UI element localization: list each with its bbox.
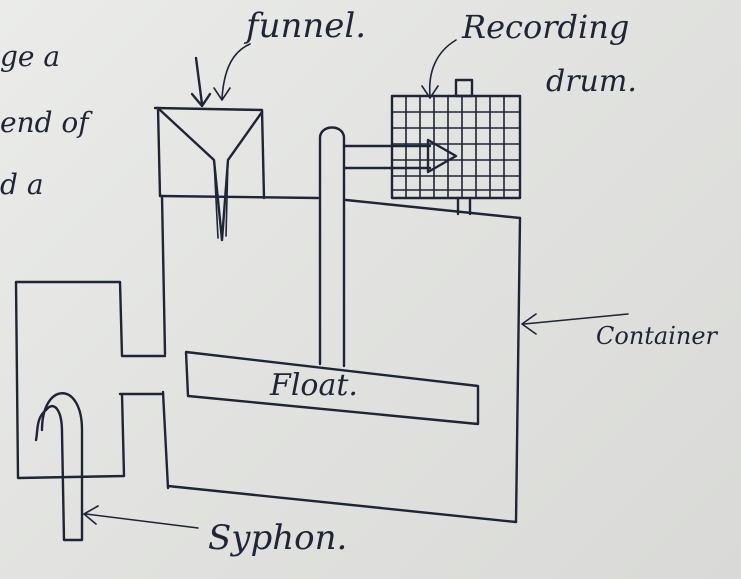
container-label: Container: [596, 322, 718, 350]
funnel-cone: [158, 108, 264, 242]
syphon-chamber: [14, 280, 167, 480]
pen-tip: [426, 138, 458, 174]
container-top: [158, 194, 522, 220]
container-left-wall: [160, 194, 170, 490]
syphon-leader: [83, 505, 199, 529]
funnel-box: [153, 106, 266, 200]
container-right-wall: [514, 216, 522, 524]
funnel-label: funnel.: [246, 6, 367, 46]
recording-drum-label-line2: drum.: [546, 64, 637, 99]
syphon-tube: [34, 392, 84, 542]
recording-drum-label-line1: Recording: [462, 8, 630, 46]
float-label: Float.: [270, 368, 358, 403]
container-leader: [521, 313, 629, 335]
margin-note-1: ge a: [0, 40, 61, 73]
float: [184, 350, 480, 426]
syphon-label: Syphon.: [208, 518, 348, 558]
float-rod: [318, 126, 346, 368]
funnel-inlet-arrow: [190, 56, 212, 108]
margin-note-2: end of: [0, 106, 89, 139]
recording-drum: [390, 78, 522, 216]
drum-leader: [421, 39, 457, 99]
funnel-leader: [213, 43, 251, 101]
margin-note-3: d a: [0, 168, 44, 201]
container-bottom: [166, 484, 518, 524]
pen-arm: [342, 144, 432, 170]
